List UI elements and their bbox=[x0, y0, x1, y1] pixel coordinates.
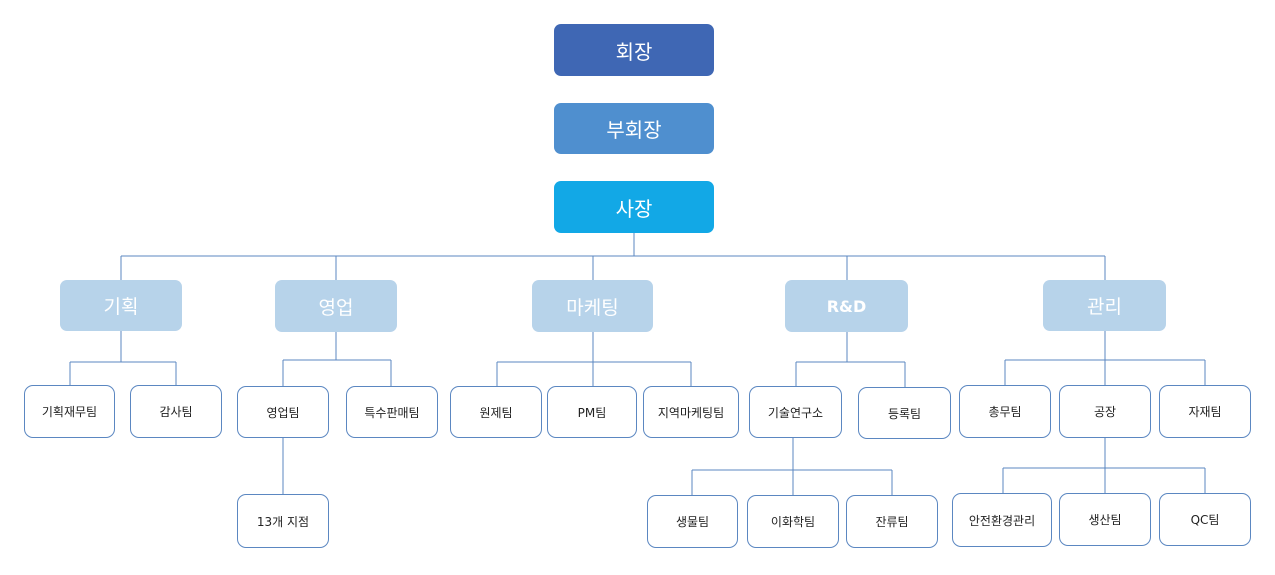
team-research-institute: 기술연구소 bbox=[749, 386, 842, 438]
team-residue: 잔류팀 bbox=[846, 495, 938, 548]
team-special-sales: 특수판매팀 bbox=[346, 386, 438, 438]
team-registration: 등록팀 bbox=[858, 387, 951, 439]
vice-chairman-node: 부회장 bbox=[554, 103, 714, 154]
team-physicochemical: 이화학팀 bbox=[747, 495, 839, 548]
team-safety-environment: 안전환경관리 bbox=[952, 493, 1052, 547]
division-marketing: 마케팅 bbox=[532, 280, 653, 332]
team-pm: PM팀 bbox=[547, 386, 637, 438]
team-regional-marketing: 지역마케팅팀 bbox=[643, 386, 739, 438]
branch-offices: 13개 지점 bbox=[237, 494, 329, 548]
chairman-node: 회장 bbox=[554, 24, 714, 76]
team-audit: 감사팀 bbox=[130, 385, 222, 438]
division-planning: 기획 bbox=[60, 280, 182, 331]
team-qc: QC팀 bbox=[1159, 493, 1251, 546]
division-admin: 관리 bbox=[1043, 280, 1166, 331]
division-sales: 영업 bbox=[275, 280, 397, 332]
team-materials: 자재팀 bbox=[1159, 385, 1251, 438]
team-factory: 공장 bbox=[1059, 385, 1151, 438]
team-general-affairs: 총무팀 bbox=[959, 385, 1051, 438]
team-planning-finance: 기획재무팀 bbox=[24, 385, 115, 438]
division-rnd: R&D bbox=[785, 280, 908, 332]
ceo-node: 사장 bbox=[554, 181, 714, 233]
team-biology: 생물팀 bbox=[647, 495, 738, 548]
team-sales: 영업팀 bbox=[237, 386, 329, 438]
team-production: 생산팀 bbox=[1059, 493, 1151, 546]
team-technical-materials: 원제팀 bbox=[450, 386, 542, 438]
